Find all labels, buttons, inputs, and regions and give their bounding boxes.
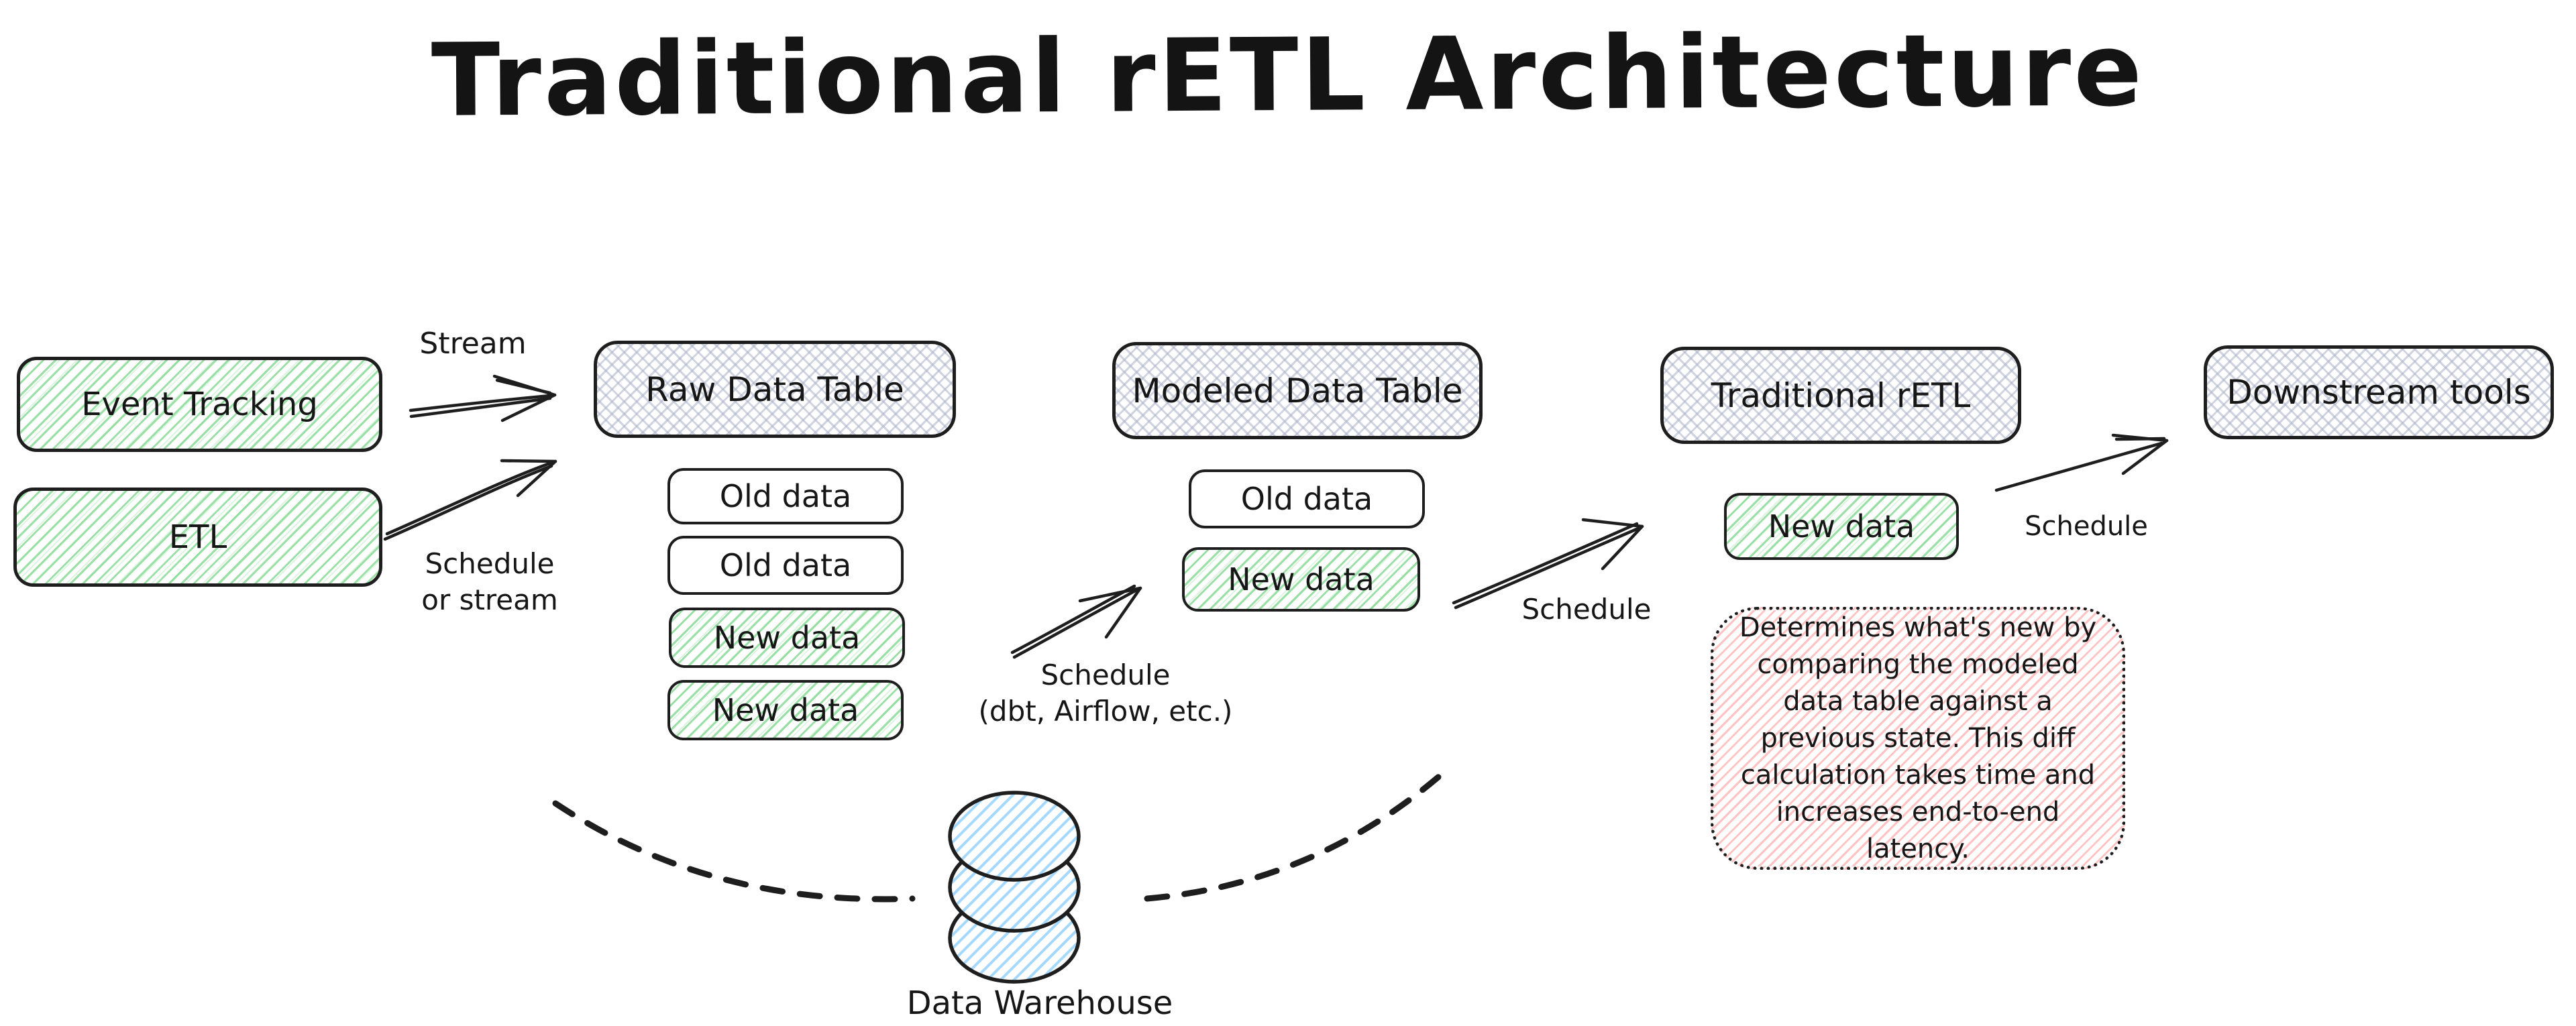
schedule-or-stream-line2: or stream [421,583,558,616]
row-label: New data [1768,508,1915,545]
row-label: Old data [719,478,852,514]
stream-arrow [409,374,557,422]
etl-node: ETL [13,488,382,587]
data-warehouse-label: Data Warehouse [906,984,1173,1022]
downstream-tools-label: Downstream tools [2226,373,2531,412]
diagram-title: Traditional rETL Architecture [431,12,2145,139]
event-tracking-label: Event Tracking [81,386,318,423]
row-label: New data [712,692,859,728]
row-label: New data [1228,561,1375,597]
stream-edge-label: Stream [419,327,527,361]
data-warehouse-icon [948,791,1081,984]
raw-data-table-header: Raw Data Table [594,341,956,438]
schedule-or-stream-arrow [383,459,557,541]
schedule-dbt-arrow [1010,584,1142,659]
diff-note-text: Determines what's new by comparing the m… [1739,612,2097,864]
raw-row-old-2: Old data [667,536,904,595]
schedule-or-stream-edge-label: Schedule or stream [396,546,584,618]
downstream-tools-node: Downstream tools [2204,345,2554,439]
schedule-or-stream-line1: Schedule [425,547,555,580]
schedule-dbt-line1: Schedule [1040,659,1171,691]
modeled-data-table-header: Modeled Data Table [1112,342,1483,439]
row-label: New data [713,620,861,656]
warehouse-right-dashed-arc [1144,769,1447,902]
traditional-retl-title: Traditional rETL [1711,376,1971,415]
modeled-row-old: Old data [1189,469,1425,528]
raw-row-new-2: New data [667,680,904,740]
raw-data-table-title: Raw Data Table [645,369,904,409]
schedule-to-downstream-edge-label: Schedule [2025,511,2148,542]
schedule-dbt-line2: (dbt, Airflow, etc.) [978,695,1233,728]
schedule-to-retl-edge-label: Schedule [1521,593,1652,626]
diff-note: Determines what's new by comparing the m… [1711,607,2125,870]
modeled-row-new: New data [1182,547,1420,612]
schedule-dbt-edge-label: Schedule (dbt, Airflow, etc.) [945,657,1267,730]
etl-label: ETL [168,518,227,556]
schedule-to-downstream-arrow [1994,433,2169,492]
row-label: Old data [1240,481,1373,517]
event-tracking-node: Event Tracking [17,357,382,452]
raw-row-old-1: Old data [667,468,904,524]
traditional-retl-header: Traditional rETL [1660,347,2021,444]
modeled-data-table-title: Modeled Data Table [1132,371,1463,410]
warehouse-left-dashed-arc [552,800,916,903]
retl-row-new: New data [1724,493,1959,560]
row-label: Old data [719,547,852,583]
raw-row-new-1: New data [669,608,905,668]
